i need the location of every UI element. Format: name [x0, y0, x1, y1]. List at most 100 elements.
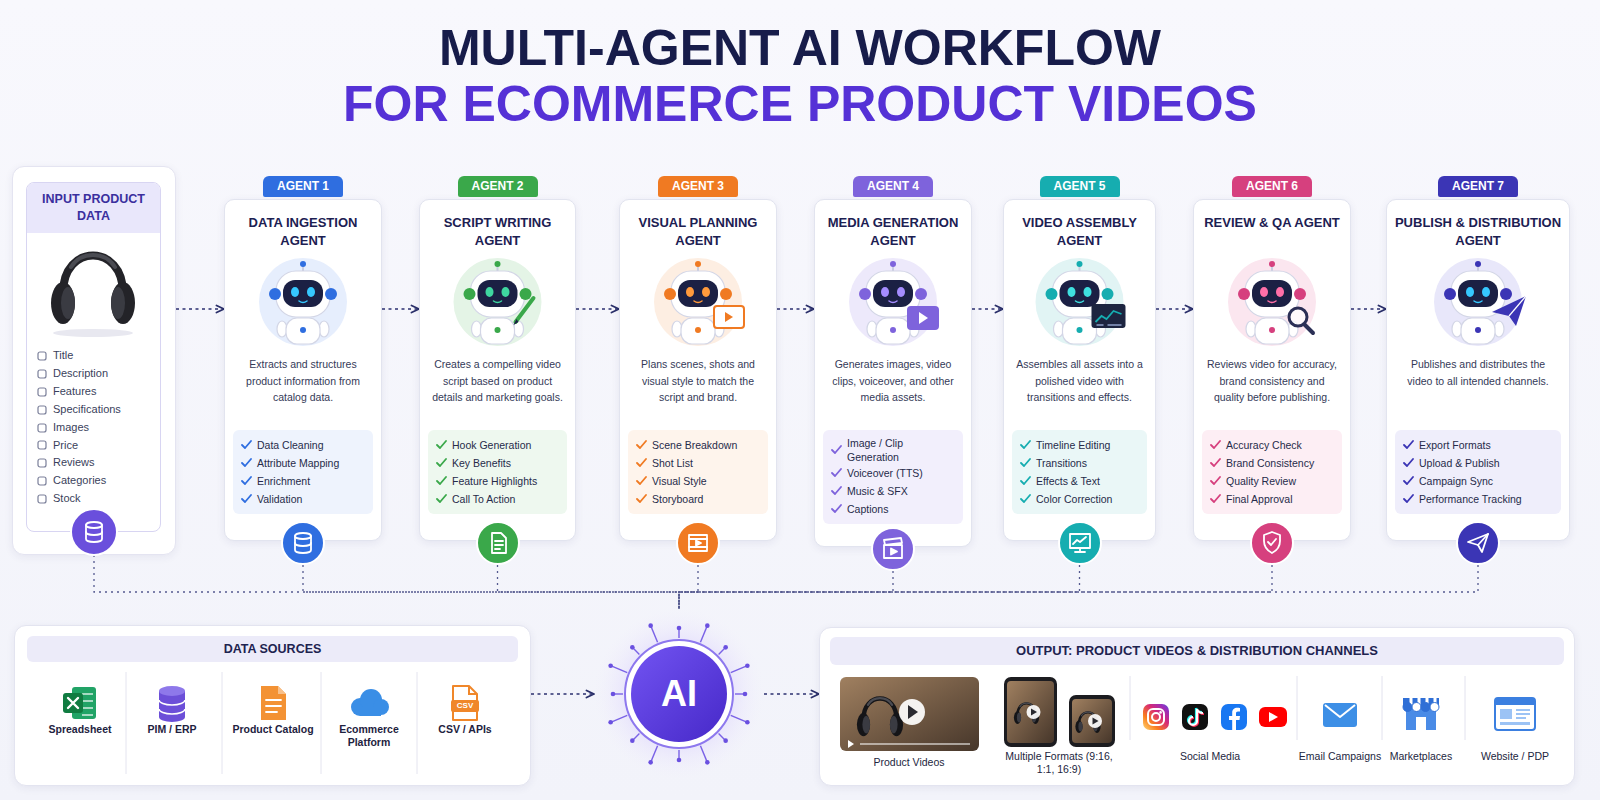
checklist-row: Accuracy Check [1210, 436, 1334, 454]
circuit-line [651, 746, 658, 763]
robot-ear [464, 288, 476, 300]
checklist-item: Attribute Mapping [257, 456, 339, 470]
agent-title: SCRIPT WRITING AGENT [428, 214, 567, 250]
check-mark [831, 468, 842, 478]
robot-antenna-tip [890, 261, 896, 267]
checklist-row: Scene Breakdown [636, 436, 760, 454]
check-stroke [1404, 477, 1413, 484]
source-label: PIM / ERP [128, 723, 216, 736]
instagram-bg [1143, 704, 1169, 730]
glyph-stand [1075, 548, 1085, 552]
title-subline: FOR ECOMMERCE PRODUCT VIDEOS [0, 76, 1600, 132]
robot-area [1387, 250, 1569, 354]
robot-mouth [1076, 301, 1084, 303]
agent-icon [281, 521, 325, 565]
column-divider [126, 672, 127, 774]
output-panel: OUTPUT: PRODUCT VIDEOS & DISTRIBUTION CH… [819, 627, 1575, 786]
robot-ear [1294, 288, 1306, 300]
robot-ear [269, 288, 281, 300]
robot-backdrop [1434, 258, 1522, 346]
bus-connector [679, 541, 1272, 609]
attribute-icon [37, 405, 47, 415]
circuit-line [731, 666, 748, 673]
circuit-line [731, 715, 748, 722]
checklist-item: Key Benefits [452, 456, 511, 470]
video-thumbnail [840, 677, 979, 751]
robot-eye [897, 287, 905, 297]
agent-card: AGENT 4MEDIA GENERATION AGENTGenerates i… [814, 199, 972, 547]
checklist-row: Storyboard [636, 490, 760, 508]
tiktok-note [1189, 709, 1203, 725]
product-illustration [27, 233, 160, 343]
agent-description: Generates images, video clips, voiceover… [826, 356, 960, 422]
check-stroke [242, 495, 251, 502]
robot-visor [478, 280, 518, 307]
agent-badge: AGENT 5 [1039, 176, 1119, 197]
check-mark [1020, 476, 1031, 486]
robot-ear [720, 288, 732, 300]
robot-area [1194, 250, 1350, 354]
flow-arrow [531, 693, 594, 695]
glyph-plane [1468, 534, 1488, 552]
agent-icon [1058, 521, 1102, 565]
agent-card: AGENT 2SCRIPT WRITING AGENTCreates a com… [419, 199, 576, 541]
checklist-row: Captions [831, 500, 955, 518]
check-mark [1020, 440, 1031, 450]
check-stroke [1211, 477, 1220, 484]
progress-bar [860, 743, 970, 745]
attribute-item: Price [53, 437, 78, 455]
agent-description: Assembles all assets into a polished vid… [1015, 356, 1144, 422]
panel-heading: OUTPUT: PRODUCT VIDEOS & DISTRIBUTION CH… [830, 637, 1564, 665]
agent-icon-circle [477, 522, 519, 564]
robot-ear [1046, 288, 1058, 300]
checklist-item: Performance Tracking [1419, 492, 1522, 506]
awning-scallop [1421, 703, 1430, 712]
input-icon-circle [71, 509, 117, 555]
robot-visor [873, 280, 913, 307]
phone-play [1088, 714, 1102, 728]
output-label: Product Videos [849, 756, 969, 769]
phone-screen [1007, 681, 1054, 743]
robot [654, 258, 744, 346]
attribute-icon-shape [38, 477, 46, 485]
robot-mouth [1474, 301, 1482, 303]
glyph-db-top [86, 522, 102, 528]
check-mark [436, 476, 447, 486]
robot-illustration [620, 250, 776, 354]
robot-ear [1500, 288, 1512, 300]
input-icon [70, 508, 118, 556]
catalog-fold [278, 686, 286, 694]
check-mark [636, 440, 647, 450]
column-divider [1297, 676, 1298, 740]
circuit-line [700, 626, 707, 643]
glyph-play [696, 541, 701, 546]
checklist-panel: Export FormatsUpload & PublishCampaign S… [1395, 430, 1561, 514]
robot-body [876, 318, 910, 344]
check-mark [831, 504, 842, 514]
robot-area [620, 250, 776, 354]
robot-backdrop [454, 258, 542, 346]
agent-icon-circle [677, 522, 719, 564]
csv-fold [469, 686, 477, 694]
check-stroke [1211, 441, 1220, 448]
ear-cushion [1017, 713, 1021, 723]
attribute-icon [37, 440, 47, 450]
agent-description: Reviews video for accuracy, brand consis… [1205, 356, 1339, 422]
robot-body [1255, 318, 1289, 344]
check-mark [436, 494, 447, 504]
robot-antenna-tip [300, 261, 306, 267]
robot-antenna-tip [495, 261, 501, 267]
attribute-icon-shape [38, 459, 46, 467]
cloud-base [360, 707, 381, 716]
check-stroke [437, 495, 446, 502]
checklist-row: Upload & Publish [1403, 454, 1553, 472]
film-play [725, 312, 733, 322]
attribute-icon-shape [38, 370, 46, 378]
headband-pad [71, 255, 115, 267]
agent-icon [871, 527, 915, 571]
robot [1228, 258, 1316, 346]
play-triangle [908, 705, 918, 719]
output-label: Social Media [1155, 750, 1265, 763]
csv-icon [451, 686, 479, 720]
attribute-icon-shape [38, 424, 46, 432]
